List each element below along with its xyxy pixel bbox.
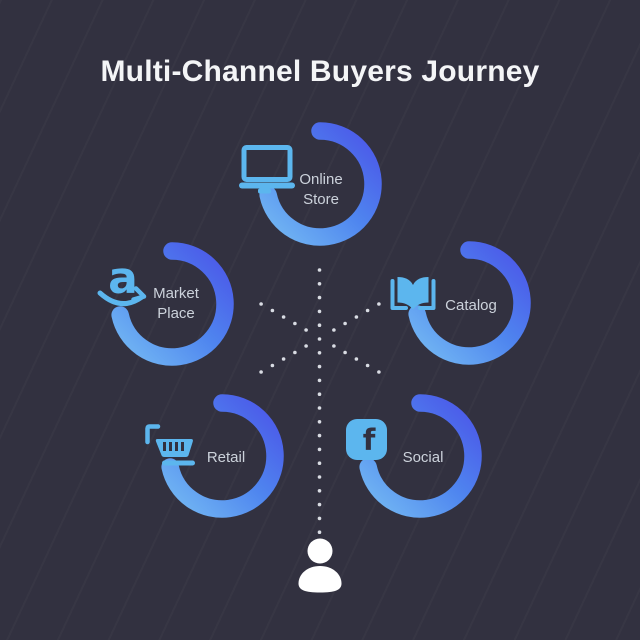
- open-book-icon: [390, 277, 436, 310]
- channel-node-catalog: Catalog: [390, 228, 544, 378]
- page-title: Multi-Channel Buyers Journey: [100, 55, 540, 88]
- channel-node-online-store: Online Store: [239, 109, 395, 259]
- channel-ring: [111, 242, 234, 366]
- channel-ring: [161, 394, 284, 518]
- channel-label: Catalog: [445, 297, 497, 314]
- channel-label: Retail: [206, 449, 246, 466]
- amazon-marketplace-icon: a: [97, 253, 147, 306]
- channel-ring: [259, 122, 382, 246]
- shopping-cart-icon: [145, 424, 195, 466]
- facebook-icon: f: [346, 419, 387, 460]
- channel-node-social: f Social: [345, 381, 495, 531]
- svg-text:f: f: [363, 423, 376, 457]
- channel-ring: [408, 241, 531, 365]
- channel-node-retail: Retail: [145, 381, 297, 531]
- channel-label: Market Place: [153, 285, 199, 322]
- channel-ring: [359, 394, 482, 518]
- channel-label: Online Store: [299, 171, 343, 208]
- buyer-person-icon: [298, 538, 342, 593]
- svg-text:a: a: [108, 253, 138, 304]
- channel-node-market-place: a Market Place: [97, 229, 247, 379]
- laptop-icon: [239, 145, 295, 194]
- channel-label: Social: [402, 449, 444, 466]
